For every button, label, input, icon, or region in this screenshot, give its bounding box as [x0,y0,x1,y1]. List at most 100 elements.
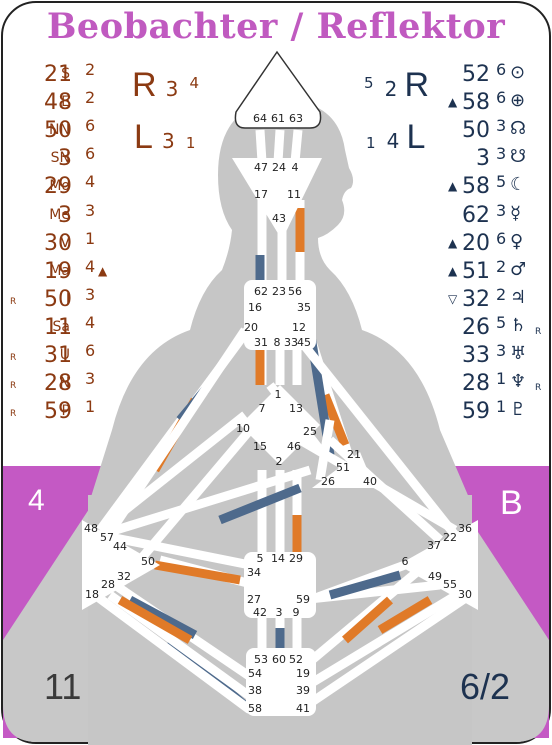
planet-symbol: ♃ [510,286,527,308]
gate-label: 5 [257,552,264,565]
authority-label: 4 [28,484,45,517]
g-center [240,385,320,465]
gate-label: 56 [288,285,302,298]
ajna-center [232,158,322,240]
planet-label: Sa [52,318,70,335]
line-number: 3 [85,200,96,220]
incarnation-cross-label: 11 [44,666,82,707]
gate-label: 14 [271,552,285,565]
gate-label: 63 [289,112,303,125]
line-number: 6 [85,341,96,360]
line-number: 2 [496,284,507,304]
gate-label: 39 [296,684,310,697]
gate-label: 8 [274,336,281,349]
line-number: 5 [496,312,507,332]
channel-segment [218,483,302,525]
planet-symbol: ☊ [510,118,526,140]
variable-number: 5 [364,74,374,92]
retrograde-mark: R [10,381,17,392]
planet-symbol: ☿ [510,202,522,224]
channel-segment [296,337,459,538]
exaltation-mark: ▲ [448,235,458,250]
planet-symbol: ⊕ [510,90,526,112]
gate-label: 25 [303,425,317,438]
line-number: 3 [496,200,507,220]
line-number: 6 [496,60,507,79]
channel-segment [255,129,267,163]
gate-label: 1 [275,388,282,401]
profile-label: 6/2 [460,666,511,707]
planet-symbol: ♄ [510,314,527,336]
gate-label: 32 [117,570,131,583]
planet-symbol: ♀ [510,230,524,252]
channel-segment [320,393,350,447]
variable-number: 2 [384,77,398,101]
chart-title: Beobachter / Reflektor [46,6,506,47]
channel-segment [290,129,303,163]
line-number: 4 [85,256,96,276]
line-number: 3 [496,144,507,164]
gate-label: 21 [347,448,361,461]
root-center [246,648,316,716]
definition-label: B [500,484,523,522]
variable-number: 3 [162,129,175,153]
gate-label: 52 [289,653,303,666]
variable-left-bottom: L 3 1 [134,118,195,157]
variable-number: 4 [386,129,400,153]
channel-segment [98,465,312,540]
gate-label: 45 [297,336,311,349]
variable-number: 4 [189,74,200,92]
gate-label: 23 [272,285,286,298]
line-number: 4 [85,312,96,332]
line-number: 1 [85,397,96,417]
planet-label: P [61,403,70,420]
gate-label: 44 [113,540,127,553]
line-number: 1 [496,397,507,417]
gate-label: 10 [236,422,250,435]
gate-label: 26 [321,475,335,488]
gate-label: 38 [248,684,262,697]
planet-label: U [59,347,70,363]
exaltation-mark: ▽ [448,291,458,306]
gate-label: 36 [458,522,472,535]
gate-label: 20 [244,321,258,334]
line-number: 6 [85,116,96,136]
line-number: 2 [85,88,96,108]
gate-label: 55 [443,578,457,591]
channel-segment [299,580,441,605]
gate-label: 54 [248,667,262,680]
gate-label: 29 [289,552,303,565]
line-number: 2 [85,60,96,79]
gate-label: 58 [248,702,262,715]
variable-letter: R [132,66,157,104]
gate-label: 50 [141,555,155,568]
gate-label: 12 [292,321,306,334]
gate-label: 19 [296,667,310,680]
gate-label: 34 [247,566,261,579]
channel-segment [99,530,251,570]
gate-label: 42 [253,606,267,619]
variable-right-top: 5 2 R [364,66,429,105]
planet-label: V [60,234,70,251]
variable-letter: L [134,118,153,156]
line-number: 4 [85,172,96,192]
gate-label: 31 [254,336,268,349]
planet-symbol: ⊙ [510,62,526,83]
gate-label: 28 [101,578,115,591]
retrograde-mark: R [10,353,17,363]
